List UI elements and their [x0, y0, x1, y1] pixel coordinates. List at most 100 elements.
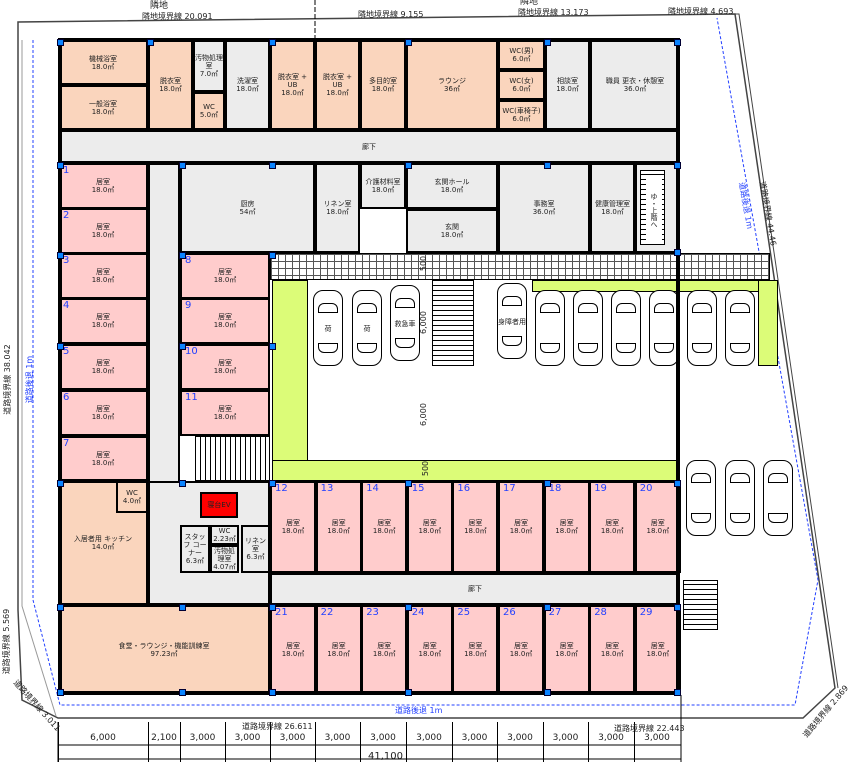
room-area: 18.0㎡: [213, 321, 237, 329]
room-number: 15: [411, 483, 425, 494]
room-name: 居室: [468, 642, 483, 650]
structural-column: [57, 252, 64, 259]
room-area: 18.0㎡: [600, 650, 624, 658]
structural-column: [269, 252, 276, 259]
parking-label: 身障者用: [498, 318, 526, 327]
room-number: 20: [639, 483, 653, 494]
room-name: 居室: [377, 642, 392, 650]
dimension-span: 2,100: [151, 733, 177, 743]
room-name: 入居者用 キッチン: [73, 535, 133, 543]
structural-column: [179, 162, 186, 169]
planting-right: [758, 280, 778, 366]
structural-column: [179, 689, 186, 696]
room-area: 18.0㎡: [91, 413, 115, 421]
room-number: 2: [63, 210, 70, 221]
structural-column: [405, 604, 412, 611]
parking-label: 救急車: [394, 320, 416, 329]
room-area: 18.0㎡: [601, 208, 624, 216]
stair-core: [195, 436, 270, 481]
room-name: 居室: [286, 519, 300, 527]
room-number: 24: [411, 607, 425, 618]
stair-south: [683, 580, 718, 630]
room-name: スタッフ コーナー: [183, 533, 207, 557]
room-area: 18.0㎡: [91, 321, 115, 329]
room-area: 18.0㎡: [646, 527, 670, 535]
dimension-tick: [543, 722, 544, 762]
dimension-span: 3,000: [552, 733, 579, 743]
room-name: 厨房: [240, 200, 255, 208]
structural-column: [674, 689, 681, 696]
room-number: 28: [594, 607, 607, 618]
parking-space-car: [763, 460, 793, 536]
room-area: 18.0㎡: [281, 527, 305, 535]
parking-space-car: [725, 290, 755, 366]
dimension-tick: [588, 722, 589, 762]
room-name: WC(女): [509, 77, 534, 85]
room-number: 12: [275, 483, 288, 494]
room-area: 6.0㎡: [512, 85, 531, 93]
room-name: リネン室: [323, 200, 352, 208]
structural-column: [544, 689, 551, 696]
structural-column: [179, 343, 186, 350]
room-number: 1: [63, 165, 70, 176]
room-name: 居室: [96, 359, 110, 367]
room-area: 18.0㎡: [418, 527, 442, 535]
dimension-tick: [270, 722, 271, 762]
room-number: 9: [185, 300, 192, 311]
room-name: 居室: [96, 268, 110, 276]
room-number: 6: [63, 392, 70, 403]
dimension-tick: [58, 722, 59, 762]
dimension-total: 41,100: [368, 751, 403, 762]
room-number: 29: [639, 607, 653, 618]
room-area: 18.0㎡: [556, 85, 579, 93]
structural-column: [57, 162, 64, 169]
room-name: 健康管理室: [595, 200, 630, 208]
room-number: 18: [548, 483, 562, 494]
dimension-tick: [452, 722, 453, 762]
inner-dim-3: 6,000: [418, 403, 428, 426]
planting-left: [272, 280, 308, 480]
parking-space-car: [573, 290, 603, 366]
parking-space-car: 救急車: [390, 285, 420, 361]
structural-column: [179, 604, 186, 611]
room-area: 18.0㎡: [91, 367, 115, 375]
dimension-span: 3,000: [598, 733, 624, 743]
structural-column: [269, 480, 276, 487]
dimension-span: 3,000: [416, 733, 442, 743]
room-area: 18.0㎡: [464, 650, 487, 658]
room-area: 7.0㎡: [199, 70, 219, 78]
room-area: 18.0㎡: [440, 231, 464, 239]
room-area: 6.0㎡: [512, 115, 531, 123]
room-name: 居室: [286, 642, 300, 650]
room-name: 居室: [96, 405, 110, 413]
room-area: 4.0㎡: [122, 497, 142, 505]
structural-column: [57, 604, 64, 611]
room-name: リネン室: [245, 537, 266, 553]
parking-label: 荷: [324, 325, 332, 334]
room-name: WC: [218, 527, 231, 535]
room-number: 16: [457, 483, 471, 494]
structural-column: [405, 689, 412, 696]
room-ev: 寝台EV: [200, 492, 238, 518]
room-name: 汚物処理室: [214, 547, 235, 563]
room-number: 22: [320, 607, 334, 618]
structural-column: [544, 480, 551, 487]
boundary-top-2: 隣地境界線 9.155: [358, 10, 424, 19]
room-area: 18.0㎡: [418, 650, 442, 658]
dimension-tick: [497, 722, 498, 762]
room-area: 18.0㎡: [372, 650, 396, 658]
